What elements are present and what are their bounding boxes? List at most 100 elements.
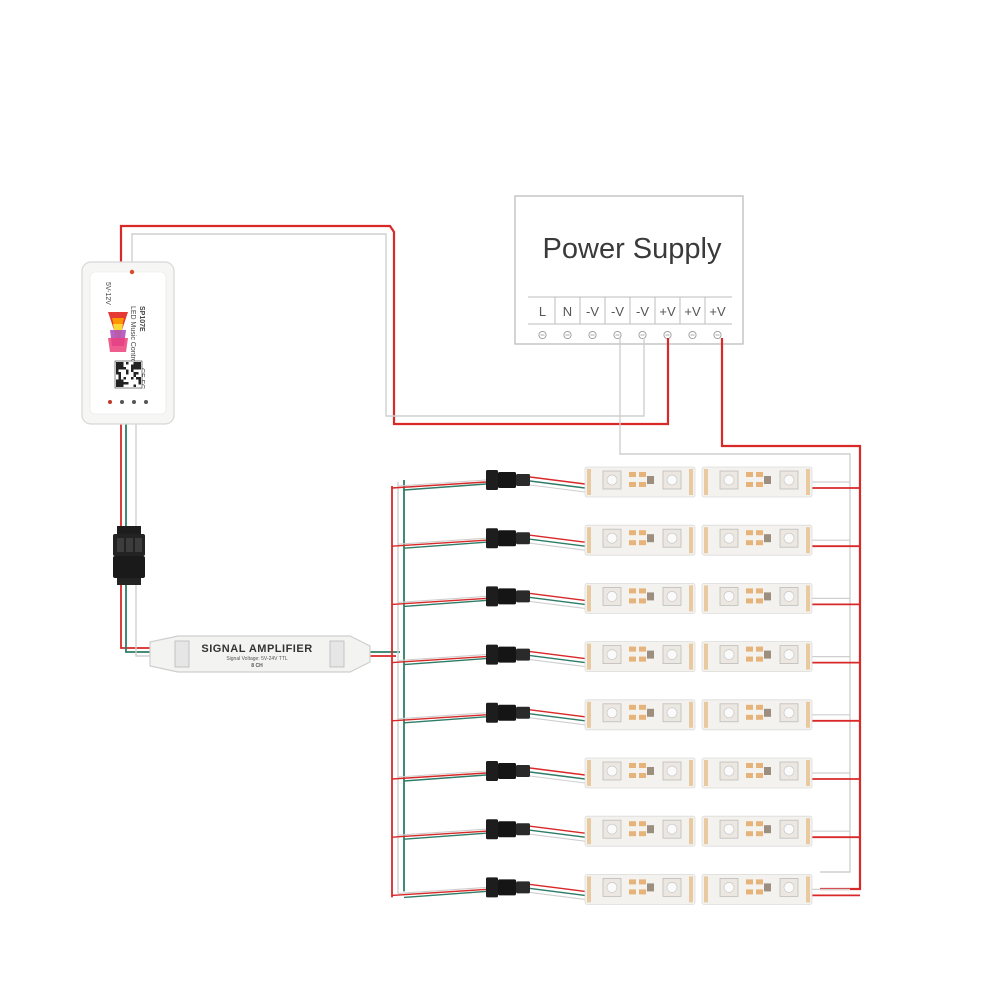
strip-pad [806,876,810,903]
controller-pin-icon [108,400,112,404]
strip-resistor [639,821,646,827]
strip-resistor [746,598,753,604]
strip-resistor [629,889,636,895]
qr-module [121,367,124,370]
strip-ic [647,592,654,601]
led-lens-icon [666,707,678,719]
qr-module [116,369,119,372]
branch-white-wire [397,654,487,662]
led-strip [486,583,813,614]
branch-data-wire [403,774,487,782]
branch-data-wire [403,599,487,608]
strip-lead-data [529,887,586,897]
qr-module [126,362,129,365]
strip-ic [647,534,654,543]
branch-data-wire [403,716,487,724]
strip-resistor [746,704,753,710]
strip-lead-white [529,659,586,668]
led-lens-icon [666,882,678,893]
qr-module [136,364,139,367]
strip-resistor [746,714,753,720]
controller-pin-icon [132,400,136,404]
amp-in-white [135,585,150,657]
amplifier-output-terminal [329,640,345,668]
qr-module [123,382,126,385]
wires [119,224,862,900]
strip-lead-white [529,484,586,493]
strip-resistor [639,879,646,885]
strip-ic [764,825,771,834]
led-lens-icon [666,532,678,544]
strip-resistor [639,831,646,837]
strip-resistor [639,588,646,594]
branch-data-wire [403,832,487,840]
led-strip [486,524,813,556]
strip-resistor [756,588,763,594]
strip-pad [806,469,810,495]
strip-pad [704,876,708,903]
strip-resistor [629,821,636,827]
strip-resistor [756,889,763,895]
strip-resistor [639,472,646,477]
qr-module [116,372,119,375]
qr-module [118,362,121,365]
qr-module [118,374,121,377]
strip-resistor [756,472,763,477]
strip-connector-tip [516,590,530,603]
strip-connector-shell [498,763,516,779]
strip-resistor [746,472,753,477]
strip-resistor [639,656,646,662]
qr-module [118,372,121,375]
controller-subtitle: LED Music Controller [129,306,136,373]
strip-resistor [756,879,763,885]
strip-resistor [639,646,646,652]
strip-lead-red [529,709,586,718]
strip-pad [806,818,810,845]
strip-connector-shell [498,646,516,663]
strip-resistor [756,530,763,536]
qr-module [118,377,121,380]
qr-module [116,382,119,385]
qr-module [121,384,124,387]
qr-module [138,364,141,367]
strip-ic [764,650,771,659]
strip-connector [486,528,498,549]
led-strip [486,757,813,789]
strip-resistor [756,656,763,662]
branch-white-wire [397,537,487,545]
led-lens-icon [723,707,735,719]
strip-pad [806,760,810,786]
strip-pad [587,876,591,903]
strip-resistor [639,773,646,778]
strip-connector-tip [516,706,530,719]
qr-module [131,367,134,370]
qr-module [131,377,134,380]
strip-resistor [639,598,646,604]
led-lens-icon [666,765,678,777]
led-lens-icon [606,532,618,544]
qr-module [118,364,121,367]
strip-pad [587,469,591,495]
led-strip [486,699,813,731]
amplifier-channels: 8 CH [251,663,263,669]
strip-resistor [629,472,636,477]
qr-module [126,372,129,375]
strip-ic [647,708,654,717]
strip-ic [764,476,771,484]
strip-connector [486,702,498,723]
strip-pad [704,527,708,554]
led-lens-icon [723,823,735,835]
led-lens-icon [666,591,678,602]
branch-white-wire [397,770,487,778]
branch-red-wire [391,714,487,722]
terminal-label: -V [611,304,624,319]
strip-pad [806,527,810,554]
led-lens-icon [606,474,618,486]
strip-pad [587,643,591,670]
strip-resistor [629,773,636,778]
amplifier-input-terminal [174,640,190,668]
strip-ic [764,534,771,543]
led-strip [486,466,813,498]
